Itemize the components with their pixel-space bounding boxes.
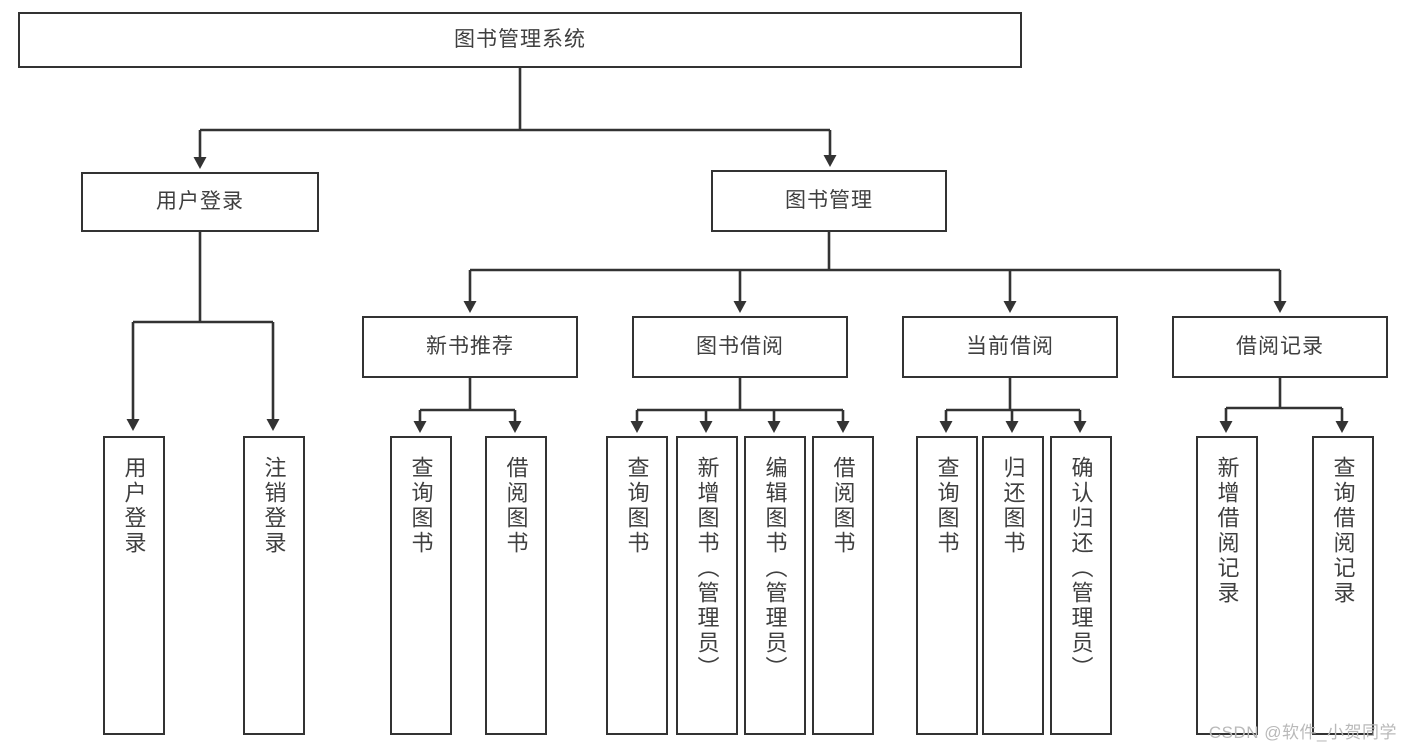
leaf-current-confirm-return[interactable]: 确认归还（管理员） (1050, 436, 1112, 735)
node-borrow-record[interactable]: 借阅记录 (1172, 316, 1388, 378)
node-book-borrow[interactable]: 图书借阅 (632, 316, 848, 378)
node-label: 注销登录 (261, 456, 287, 556)
leaf-record-query[interactable]: 查询借阅记录 (1312, 436, 1374, 735)
node-current-borrow[interactable]: 当前借阅 (902, 316, 1118, 378)
node-new-book-recommend[interactable]: 新书推荐 (362, 316, 578, 378)
node-label: 借阅记录 (1236, 334, 1324, 358)
node-label: 新增借阅记录 (1214, 456, 1240, 606)
node-user-login[interactable]: 用户登录 (81, 172, 319, 232)
leaf-recommend-borrow-book[interactable]: 借阅图书 (485, 436, 547, 735)
node-book-management[interactable]: 图书管理 (711, 170, 947, 232)
leaf-current-query-book[interactable]: 查询图书 (916, 436, 978, 735)
leaf-borrow-add-book[interactable]: 新增图书（管理员） (676, 436, 738, 735)
node-label: 查询图书 (408, 456, 434, 556)
node-label: 查询借阅记录 (1330, 456, 1356, 606)
leaf-borrow-edit-book[interactable]: 编辑图书（管理员） (744, 436, 806, 735)
node-label: 查询图书 (934, 456, 960, 556)
node-label: 新增图书（管理员） (694, 456, 720, 681)
node-label: 图书管理系统 (454, 27, 586, 51)
node-label: 编辑图书（管理员） (762, 456, 788, 681)
leaf-record-add[interactable]: 新增借阅记录 (1196, 436, 1258, 735)
leaf-user-login[interactable]: 用户登录 (103, 436, 165, 735)
node-label: 用户登录 (156, 189, 244, 213)
node-label: 确认归还（管理员） (1068, 456, 1094, 681)
node-label: 新书推荐 (426, 334, 514, 358)
leaf-borrow-query-book[interactable]: 查询图书 (606, 436, 668, 735)
leaf-user-logout[interactable]: 注销登录 (243, 436, 305, 735)
node-label: 当前借阅 (966, 334, 1054, 358)
node-root[interactable]: 图书管理系统 (18, 12, 1022, 68)
node-label: 图书借阅 (696, 334, 784, 358)
leaf-borrow-borrow-book[interactable]: 借阅图书 (812, 436, 874, 735)
node-label: 借阅图书 (830, 456, 856, 556)
node-label: 图书管理 (785, 188, 873, 212)
leaf-current-return-book[interactable]: 归还图书 (982, 436, 1044, 735)
node-label: 借阅图书 (503, 456, 529, 556)
node-label: 用户登录 (121, 456, 147, 556)
leaf-recommend-query-book[interactable]: 查询图书 (390, 436, 452, 735)
node-label: 查询图书 (624, 456, 650, 556)
node-label: 归还图书 (1000, 456, 1026, 556)
